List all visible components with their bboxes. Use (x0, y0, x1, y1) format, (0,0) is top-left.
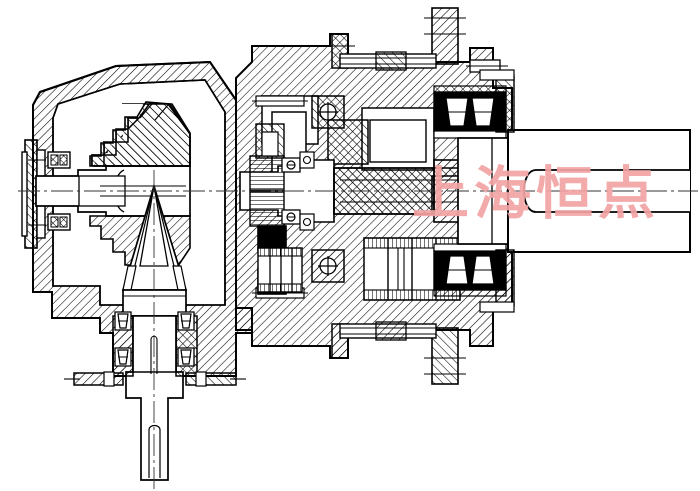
bottom-bolt-assembly (331, 321, 466, 385)
bevel-pinion-cone (121, 183, 188, 317)
tapered-roller-bearing-upper (433, 85, 507, 139)
cross-bolt-upper (311, 95, 345, 129)
top-bolt-assembly (325, 7, 466, 71)
input-bearing-upper (47, 151, 71, 169)
bottom-mount-flange (64, 371, 246, 387)
vertical-output-shaft (64, 311, 246, 481)
side-bolt-left-top (252, 95, 308, 107)
shaft-bearing-lower (299, 213, 315, 231)
vertical-bearing-lower-left (114, 347, 132, 367)
tapered-roller-bearing-lower (433, 243, 507, 297)
shaft-bearing-upper (299, 151, 315, 169)
planet-gear-stack (257, 247, 303, 293)
right-end-cover (479, 69, 515, 313)
vertical-bearing-upper-left (114, 311, 132, 331)
vertical-bearing-lower-right (177, 347, 195, 367)
mid-bearing-lower (281, 209, 301, 225)
cross-bolt-lower (311, 249, 345, 283)
planetary-gear-stage (239, 95, 493, 301)
vertical-bearing-upper-right (177, 311, 195, 331)
centerlines (18, 170, 698, 489)
input-bearing-lower (47, 213, 71, 231)
mid-bearing-upper (281, 157, 301, 173)
